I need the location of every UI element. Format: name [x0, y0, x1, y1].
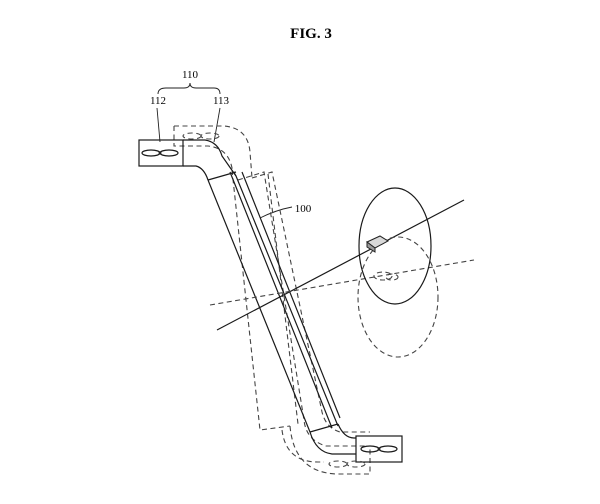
solid-ellipse [358, 187, 432, 305]
dashed-ellipse [357, 236, 439, 358]
brace-110 [157, 82, 221, 95]
lower-mount [355, 435, 403, 463]
upper-dashed-fan-icon [182, 132, 220, 140]
lower-dashed-fan-icon [328, 460, 366, 468]
figure-title: FIG. 3 [290, 26, 332, 42]
lower-fan-icon [360, 445, 398, 453]
sensor-dashed-icon [373, 271, 399, 281]
upper-mount [138, 139, 184, 167]
label-110: 110 [182, 69, 199, 81]
dashed-bracket [173, 125, 371, 475]
leader-112 [156, 107, 161, 143]
dashed-projection-line [209, 259, 475, 306]
solid-projection-line [216, 199, 465, 331]
label-112: 112 [150, 95, 166, 107]
leader-100 [259, 206, 293, 219]
label-113: 113 [213, 95, 230, 107]
leader-113 [213, 107, 221, 143]
solid-bracket [138, 139, 403, 463]
label-100: 100 [295, 203, 312, 215]
upper-fan-icon [141, 149, 179, 157]
sensor-solid-icon [366, 235, 389, 253]
